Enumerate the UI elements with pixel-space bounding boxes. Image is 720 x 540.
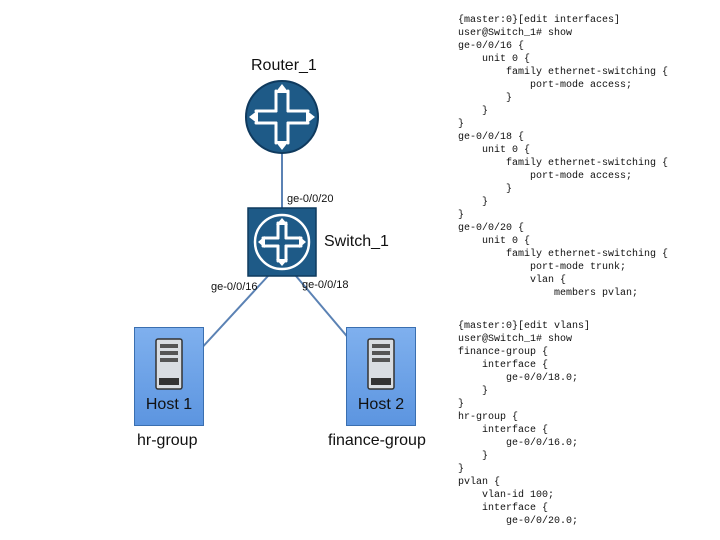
config-line: ge-0/0/18 {: [458, 132, 525, 143]
config-line: interface {: [458, 425, 549, 436]
vlans-config: {master:0}[edit vlans] user@Switch_1# sho…: [458, 320, 590, 528]
config-line: {master:0}[edit interfaces]: [458, 15, 621, 26]
config-line: hr-group {: [458, 412, 519, 423]
switch-label: Switch_1: [324, 233, 389, 250]
host1-node: Host 1: [134, 327, 204, 426]
config-line: }: [458, 210, 465, 221]
config-line: }: [458, 93, 513, 104]
config-line: user@Switch_1# show: [458, 28, 573, 39]
config-line: unit 0 {: [458, 236, 531, 247]
config-line: unit 0 {: [458, 54, 531, 65]
host2-label: Host 2: [357, 396, 405, 413]
config-line: }: [458, 386, 489, 397]
host1-group-label: hr-group: [137, 432, 198, 449]
config-line: }: [458, 197, 489, 208]
port-label-ge-0-0-16: ge-0/0/16: [211, 281, 258, 293]
config-line: ge-0/0/16.0;: [458, 438, 579, 449]
host2-group-label: finance-group: [328, 432, 426, 449]
config-line: user@Switch_1# show: [458, 334, 573, 345]
switch-icon: [247, 207, 317, 277]
port-label-ge-0-0-18: ge-0/0/18: [302, 279, 349, 291]
config-line: members pvlan;: [458, 288, 639, 299]
config-line: ge-0/0/20.0;: [458, 516, 579, 527]
config-line: ge-0/0/20 {: [458, 223, 525, 234]
config-line: }: [458, 119, 465, 130]
config-line: finance-group {: [458, 347, 549, 358]
config-line: }: [458, 184, 513, 195]
router-label: Router_1: [251, 57, 317, 74]
config-line: port-mode access;: [458, 80, 633, 91]
config-line: {master:0}[edit vlans]: [458, 321, 591, 332]
config-line: family ethernet-switching {: [458, 158, 669, 169]
config-line: }: [458, 106, 489, 117]
host2-node: Host 2: [346, 327, 416, 426]
server-icon: [367, 338, 395, 390]
router-icon: [245, 80, 319, 154]
config-line: }: [458, 451, 489, 462]
interfaces-config: {master:0}[edit interfaces] user@Switch_1…: [458, 14, 668, 300]
config-line: port-mode trunk;: [458, 262, 627, 273]
config-line: unit 0 {: [458, 145, 531, 156]
config-line: interface {: [458, 360, 549, 371]
config-line: vlan-id 100;: [458, 490, 555, 501]
server-icon: [155, 338, 183, 390]
config-line: family ethernet-switching {: [458, 249, 669, 260]
config-line: interface {: [458, 503, 549, 514]
config-line: vlan {: [458, 275, 567, 286]
port-label-ge-0-0-20: ge-0/0/20: [287, 193, 334, 205]
config-line: }: [458, 464, 465, 475]
config-line: pvlan {: [458, 477, 501, 488]
config-line: port-mode access;: [458, 171, 633, 182]
config-line: family ethernet-switching {: [458, 67, 669, 78]
host1-label: Host 1: [145, 396, 193, 413]
config-line: ge-0/0/18.0;: [458, 373, 579, 384]
config-line: ge-0/0/16 {: [458, 41, 525, 52]
config-line: }: [458, 399, 465, 410]
